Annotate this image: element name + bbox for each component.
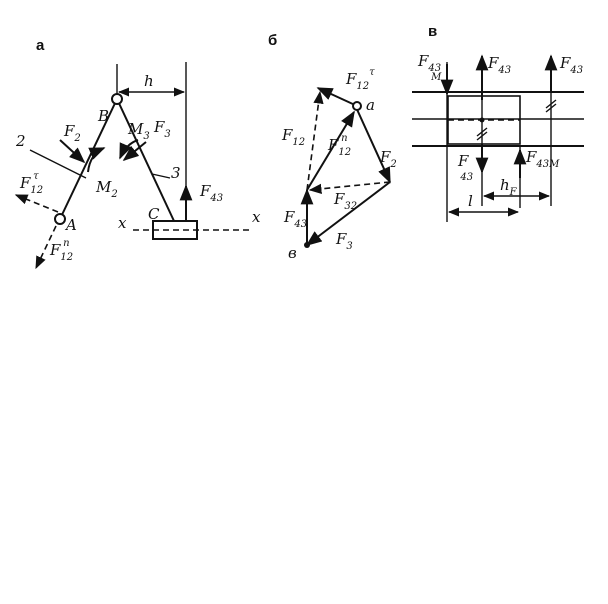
dim-l-label: l (468, 192, 473, 210)
label-f12-n: F12n (327, 133, 351, 158)
label-f32: F32 (333, 190, 357, 212)
dim-h-label: h (144, 72, 154, 90)
link-3-leader (151, 173, 171, 179)
panel-b: б a в F12τ F12 F12n F2 F32 F43 F3 (268, 32, 397, 262)
panel-a-label: а (36, 37, 45, 54)
point-b-label: B (97, 107, 109, 125)
dim-hf-label: hF (500, 176, 518, 198)
axis-x-left: x (118, 214, 127, 232)
panel-a: а 2 3 x x C A B h F43 F2 F3 (14, 37, 261, 270)
label-f43-right: F43 (559, 54, 583, 76)
tick-right-2 (545, 103, 557, 113)
vector-f32 (308, 181, 391, 194)
arc-m2 (87, 147, 106, 173)
point-a-label: A (64, 216, 77, 234)
point-a-label: a (366, 96, 375, 114)
label-f3: F3 (153, 118, 171, 140)
axis-x-right: x (252, 208, 261, 226)
arc-m3 (119, 139, 139, 160)
label-f43: F43 (283, 208, 307, 230)
vector-f3 (305, 181, 391, 246)
label-f12-tau: F12τ (19, 171, 43, 196)
arrow-f12-tau (14, 194, 59, 213)
label-m2: M2 (95, 178, 118, 200)
point-b-dot (304, 242, 310, 248)
point-a-dot (352, 101, 362, 111)
arrow-f2 (59, 139, 86, 164)
link-3 (116, 98, 175, 222)
arrow-f12-n (35, 225, 57, 270)
label-f2: F2 (63, 122, 81, 144)
vector-f12 (306, 90, 324, 191)
label-f43-top: F43 (487, 54, 511, 76)
vector-f2 (354, 104, 391, 184)
label-f12-n: F12n (49, 238, 73, 263)
point-b-label: в (288, 244, 297, 262)
panel-b-label: б (268, 32, 277, 49)
tick-right-1 (545, 99, 557, 109)
label-f43m-low: F43M (525, 148, 560, 170)
tick-mid-1 (476, 127, 488, 137)
panel-c-label: в (428, 23, 437, 40)
tick-mid-2 (476, 131, 488, 141)
vector-f12-n (306, 110, 355, 191)
link-2-leader (29, 149, 87, 179)
label-f12-tau: F12τ (345, 67, 375, 92)
link-3-number: 3 (171, 164, 181, 182)
arrow-f3 (122, 141, 147, 162)
link-2-number: 2 (15, 132, 26, 150)
label-f3: F3 (335, 230, 353, 252)
label-f2: F2 (379, 148, 397, 170)
joint-b (111, 93, 123, 105)
label-m3: M3 (127, 120, 150, 142)
point-c-label: C (148, 205, 160, 223)
label-f43: F43 (199, 182, 223, 204)
label-f12: F12 (281, 126, 305, 148)
joint-a (54, 213, 66, 225)
vector-f12-tau (316, 87, 356, 106)
